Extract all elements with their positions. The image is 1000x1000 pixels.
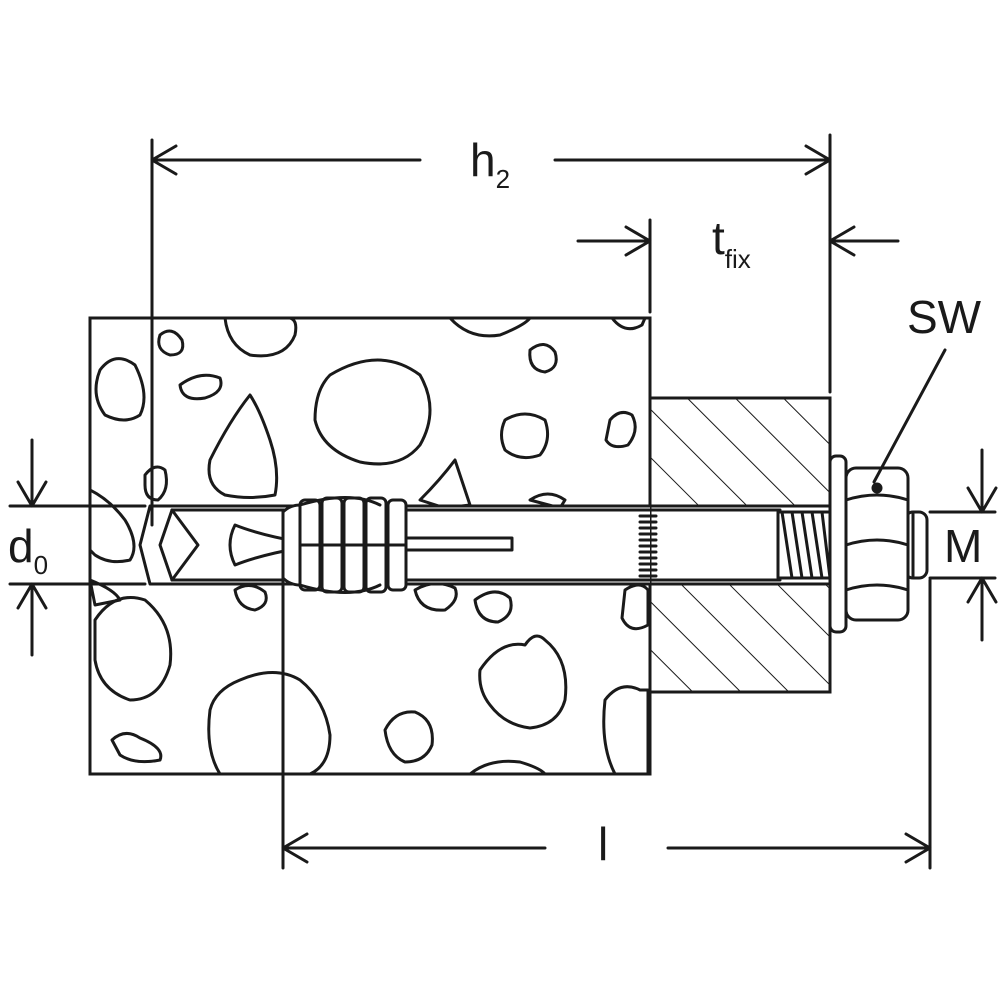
label-m: M <box>944 520 982 572</box>
dimension-m <box>928 448 998 642</box>
dimension-tfix <box>576 218 900 314</box>
sw-leader-line <box>872 348 947 484</box>
washer <box>828 454 848 634</box>
label-tfix: tfix <box>712 212 751 274</box>
fixture-plate <box>648 396 832 694</box>
hex-nut <box>844 466 910 622</box>
expansion-sleeve <box>281 496 408 594</box>
anchor-bolt <box>158 454 929 634</box>
label-h2: h2 <box>470 134 510 194</box>
label-d0: d0 <box>8 520 48 580</box>
label-l: l <box>598 818 608 870</box>
dimension-d0 <box>8 438 147 657</box>
concrete-aggregate <box>90 318 650 774</box>
label-sw: SW <box>907 291 982 343</box>
dimension-l <box>281 510 932 870</box>
dimension-h2 <box>150 133 832 527</box>
thread <box>776 510 929 580</box>
setting-mark <box>638 514 658 578</box>
